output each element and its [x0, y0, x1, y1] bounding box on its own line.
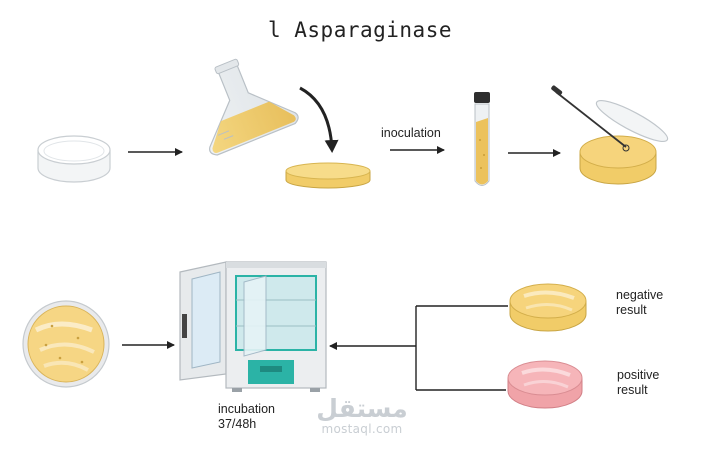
inoculation-loop	[555, 91, 627, 148]
mostaql-watermark: مستقل mostaql.com	[316, 394, 408, 437]
poured-medium-plate	[285, 162, 371, 189]
culture-test-tube	[474, 92, 490, 186]
incubation-label-line2: 37/48h	[218, 417, 257, 431]
plate-lid	[595, 100, 669, 142]
empty-petri-dish	[37, 135, 111, 183]
positive-result-plate	[507, 360, 583, 409]
colony-plate	[22, 300, 110, 388]
negative-result-label: negative result	[616, 288, 663, 318]
negative-label-line2: result	[616, 303, 647, 317]
pouring-flask	[209, 58, 299, 156]
positive-label-line1: positive	[617, 368, 660, 382]
incubator	[179, 261, 327, 392]
inoculation-label: inoculation	[381, 126, 441, 140]
pour-arrow	[299, 86, 339, 153]
watermark-latin: mostaql.com	[321, 422, 403, 436]
diagram-title: l Asparaginase	[267, 18, 452, 42]
negative-label-line1: negative	[616, 288, 664, 302]
results-bracket	[329, 305, 508, 391]
positive-result-label: positive result	[617, 368, 659, 398]
watermark-arabic: مستقل	[316, 394, 408, 423]
positive-label-line2: result	[617, 383, 648, 397]
incubation-label-line1: incubation	[218, 402, 275, 416]
negative-result-plate	[509, 283, 587, 332]
inoculated-plate	[551, 85, 669, 185]
incubation-label: incubation 37/48h	[218, 402, 275, 432]
